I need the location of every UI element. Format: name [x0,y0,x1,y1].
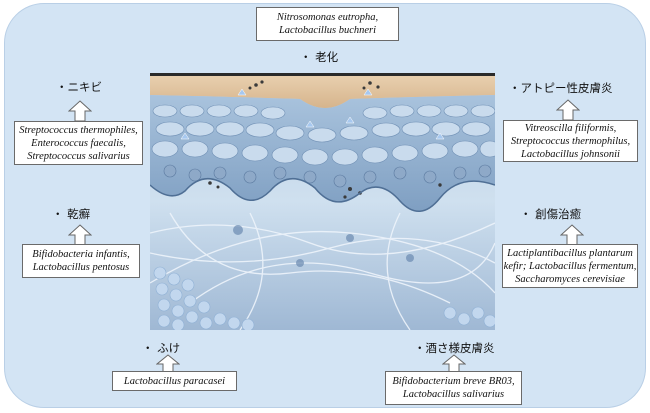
arrow-up-icon [560,224,584,246]
bacteria-name: Nitrosomonas eutropha, [277,11,378,24]
bacteria-name: Streptococcus thermophilus, [511,135,630,148]
bacteria-name: Lactobacillus johnsonii [521,148,620,161]
bacteria-name: Saccharomyces cerevisiae [515,273,625,286]
bacteria-name: Lactobacillus paracasei [124,375,225,388]
bacteria-box-atopic: Vitreoscilla filiformis, Streptococcus t… [503,120,638,162]
condition-label-aging: ・ 老化 [300,49,338,65]
bacteria-name: Lactiplantibacillus plantarum [507,247,633,260]
bacteria-name: Bifidobacterium breve BR03, [392,375,514,388]
bacteria-box-rosacea: Bifidobacterium breve BR03, Lactobacillu… [385,371,522,405]
condition-label-psoriasis: ・ 乾癬 [52,206,90,222]
bacteria-box-aging: Nitrosomonas eutropha, Lactobacillus buc… [256,7,399,41]
arrow-up-icon [68,224,92,246]
bacteria-name: Streptococcus thermophiles, [19,124,138,137]
bacteria-box-psoriasis: Bifidobacteria infantis, Lactobacillus p… [22,244,140,278]
bacteria-box-dandruff: Lactobacillus paracasei [112,371,237,391]
bacteria-name: Enterococcus faecalis, [31,137,126,150]
bacteria-name: Lactobacillus buchneri [279,24,376,37]
arrow-up-icon [68,100,92,122]
bacteria-name: Streptococcus salivarius [27,150,130,163]
condition-label-wound-healing: ・ 創傷治癒 [520,206,581,222]
bacteria-box-acne: Streptococcus thermophiles, Enterococcus… [14,121,143,165]
bacteria-name: kefir; Lactobacillus fermentum, [504,260,637,273]
bacteria-name: Lactobacillus salivarius [403,388,504,401]
skin-cross-section-illustration [150,73,495,330]
arrow-up-icon [556,99,580,121]
condition-label-acne: ・ニキビ [56,79,102,95]
bacteria-name: Bifidobacteria infantis, [32,248,129,261]
bacteria-name: Vitreoscilla filiformis, [525,122,617,135]
condition-label-atopic: ・アトピー性皮膚炎 [509,80,613,96]
bacteria-name: Lactobacillus pentosus [33,261,130,274]
bacteria-box-wound-healing: Lactiplantibacillus plantarum kefir; Lac… [502,244,638,288]
